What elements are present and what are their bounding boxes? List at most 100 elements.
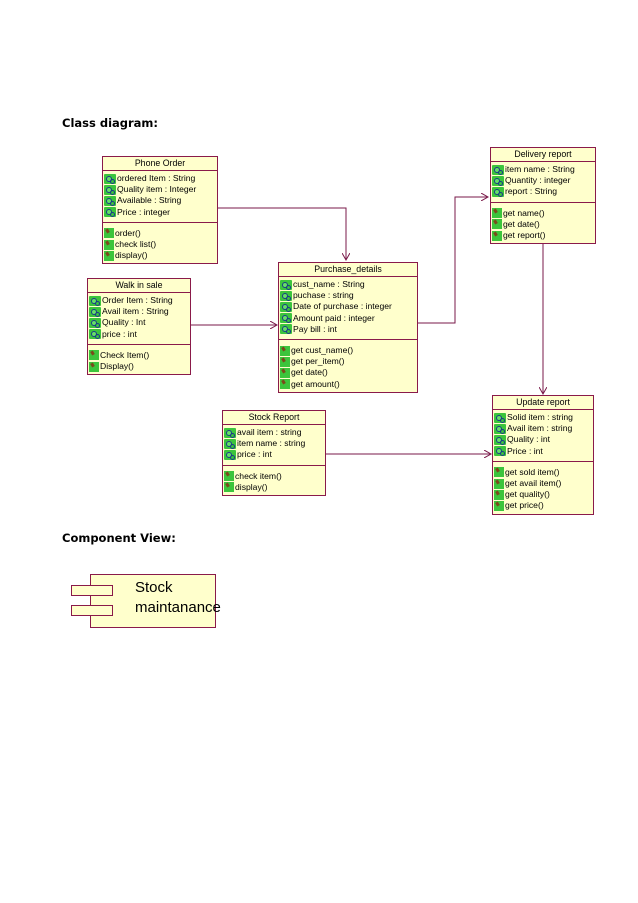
operation-row: check list() [104, 239, 217, 250]
attribute-icon [492, 186, 504, 197]
attribute-text: Quality : int [507, 434, 550, 445]
operation-icon [280, 345, 290, 356]
attribute-row: Price : int [494, 446, 593, 457]
operation-row: display() [224, 482, 325, 493]
operation-text: Display() [100, 360, 134, 371]
component-name: Stock maintanance [135, 579, 221, 616]
operation-text: get quality() [505, 489, 550, 500]
operation-icon [224, 482, 234, 493]
attribute-row: Order Item : String [89, 295, 190, 306]
attribute-icon [494, 423, 506, 434]
attribute-row: price : int [89, 329, 190, 340]
component-stock-maintenance[interactable] [90, 574, 216, 628]
attribute-text: Solid item : string [507, 412, 573, 422]
class-name: Delivery report [491, 148, 595, 162]
attribute-text: cust_name : String [293, 279, 365, 289]
attribute-text: Pay bill : int [293, 323, 337, 334]
attribute-row: avail item : string [224, 427, 325, 438]
operation-icon [280, 356, 290, 367]
operation-icon [224, 471, 234, 482]
attribute-row: Pay bill : int [280, 324, 417, 335]
attribute-text: report : String [505, 186, 558, 197]
attribute-text: avail item : string [237, 427, 302, 437]
component-port-bottom [71, 605, 113, 616]
operation-row: get avail item() [494, 478, 593, 489]
operation-text: get name() [503, 207, 545, 218]
operation-text: get report() [503, 229, 546, 240]
attribute-row: puchase : string [280, 290, 417, 301]
operation-row: get date() [280, 367, 417, 378]
operation-compartment: get name()get date()get report() [491, 203, 595, 244]
attribute-icon [104, 184, 116, 195]
attribute-icon [224, 427, 236, 438]
attribute-icon [492, 164, 504, 175]
operation-row: get amount() [280, 379, 417, 390]
operation-icon [280, 367, 290, 378]
operation-row: get name() [492, 208, 595, 219]
attribute-row: report : String [492, 186, 595, 197]
attribute-text: Available : String [117, 195, 182, 206]
attribute-row: price : int [224, 449, 325, 460]
attribute-text: Avail item : string [507, 423, 573, 434]
operation-text: display() [235, 481, 268, 492]
attribute-row: Available : String [104, 195, 217, 206]
operation-icon [104, 228, 114, 239]
operation-row: get price() [494, 500, 593, 511]
operation-row: get sold item() [494, 467, 593, 478]
operation-row: get cust_name() [280, 345, 417, 356]
component-view-heading: Component View: [62, 531, 176, 545]
operation-icon [89, 361, 99, 372]
operation-compartment: check item()display() [223, 466, 325, 495]
operation-row: display() [104, 250, 217, 261]
operation-icon [89, 350, 99, 361]
attribute-text: item name : string [237, 438, 306, 449]
operation-row: get report() [492, 230, 595, 241]
attribute-icon [280, 313, 292, 324]
attribute-icon [104, 195, 116, 206]
operation-text: get amount() [291, 378, 340, 389]
operation-text: get per_item() [291, 356, 345, 367]
attribute-row: Price : integer [104, 207, 217, 218]
operation-icon [494, 500, 504, 511]
attribute-icon [89, 317, 101, 328]
operation-icon [280, 379, 290, 390]
class-name: Stock Report [223, 411, 325, 425]
attribute-text: Order Item : String [102, 295, 173, 305]
attribute-row: Quality : Int [89, 317, 190, 328]
attribute-text: Quantity : integer [505, 175, 571, 186]
attribute-row: cust_name : String [280, 279, 417, 290]
operation-compartment: order()check list()display() [103, 223, 217, 264]
attribute-row: item name : String [492, 164, 595, 175]
attribute-text: Quality : Int [102, 317, 146, 328]
attribute-text: price : int [102, 328, 137, 339]
attribute-icon [280, 290, 292, 301]
attribute-icon [89, 329, 101, 340]
operation-icon [494, 478, 504, 489]
attribute-icon [224, 449, 236, 460]
class-name: Phone Order [103, 157, 217, 171]
operation-text: display() [115, 250, 148, 261]
attribute-text: Amount paid : integer [293, 312, 375, 323]
attribute-row: Quality : int [494, 434, 593, 445]
attribute-row: Avail item : String [89, 306, 190, 317]
attribute-icon [492, 175, 504, 186]
operation-icon [492, 208, 502, 219]
class-name: Purchase_details [279, 263, 417, 277]
operation-text: get price() [505, 500, 544, 511]
component-port-top [71, 585, 113, 596]
attribute-icon [104, 173, 116, 184]
attribute-text: Quality item : Integer [117, 184, 197, 195]
operation-text: Check Item() [100, 349, 150, 360]
attribute-icon [494, 412, 506, 423]
